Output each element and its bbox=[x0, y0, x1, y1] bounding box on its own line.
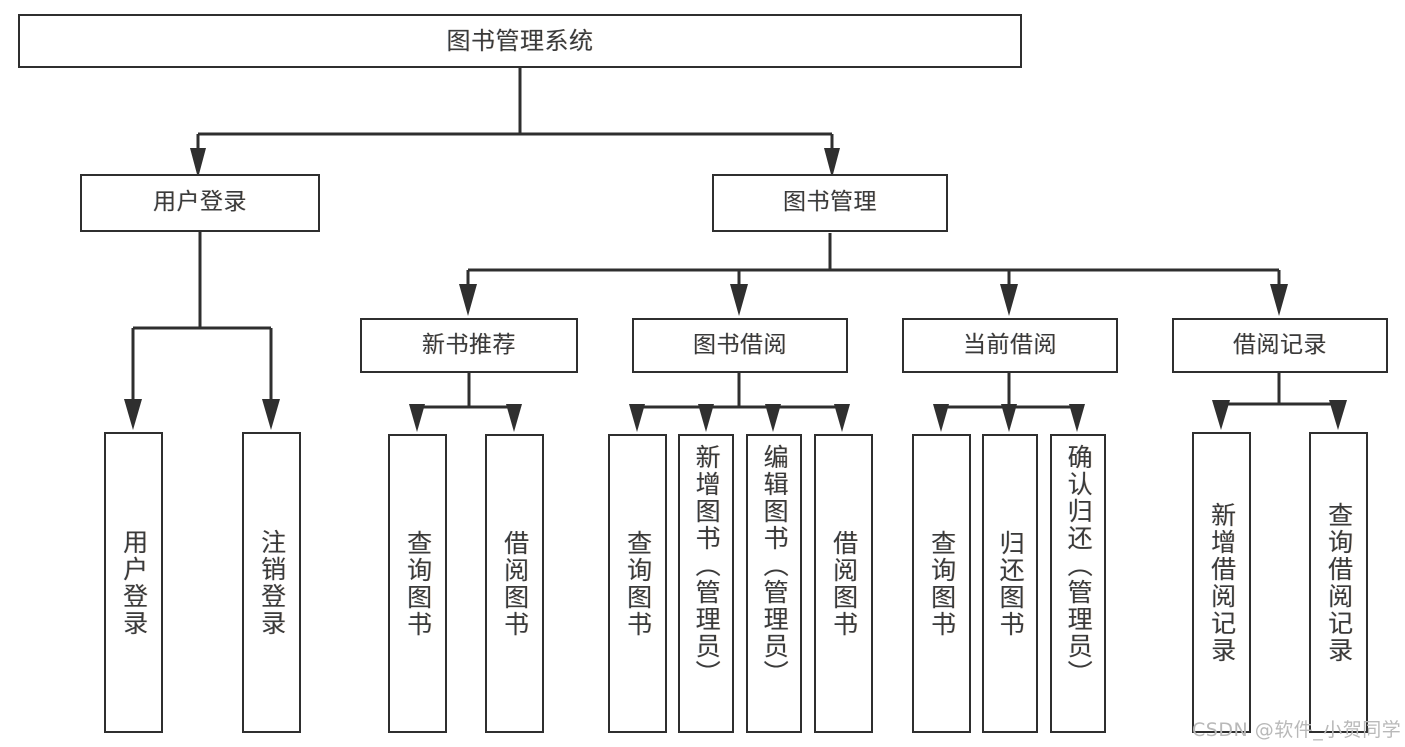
arrow-bb-c1 bbox=[629, 404, 645, 432]
node-current-borrow-label: 当前借阅 bbox=[963, 331, 1057, 358]
leaf-book-borrow-borrow-label: 借阅图书 bbox=[829, 529, 859, 638]
leaf-current-borrow-return-label: 归还图书 bbox=[996, 529, 1026, 638]
leaf-user-login-logout-label: 注销登录 bbox=[257, 528, 287, 637]
arrow-bm-c4 bbox=[1270, 284, 1288, 316]
leaf-borrow-record-query[interactable]: 查询借阅记录 bbox=[1309, 432, 1368, 733]
node-book-borrow[interactable]: 图书借阅 bbox=[632, 318, 848, 373]
node-current-borrow[interactable]: 当前借阅 bbox=[902, 318, 1118, 373]
node-new-book-recommend[interactable]: 新书推荐 bbox=[360, 318, 578, 373]
node-root-label: 图书管理系统 bbox=[446, 26, 594, 55]
arrow-bb-c3 bbox=[765, 404, 781, 432]
leaf-borrow-record-query-label: 查询借阅记录 bbox=[1324, 501, 1354, 664]
arrow-cb-c2 bbox=[1001, 404, 1017, 432]
node-user-login[interactable]: 用户登录 bbox=[80, 174, 320, 232]
leaf-book-borrow-add-label: 新增图书（管理员） bbox=[692, 444, 722, 687]
leaf-current-borrow-confirm-return[interactable]: 确认归还（管理员） bbox=[1050, 434, 1106, 733]
node-new-book-recommend-label: 新书推荐 bbox=[422, 331, 516, 358]
leaf-borrow-record-add[interactable]: 新增借阅记录 bbox=[1192, 432, 1251, 733]
leaf-book-borrow-edit-label: 编辑图书（管理员） bbox=[760, 444, 790, 687]
arrow-bm-c3 bbox=[1000, 284, 1018, 316]
leaf-user-login-logout[interactable]: 注销登录 bbox=[242, 432, 301, 733]
arrow-ul-c2 bbox=[262, 399, 280, 430]
node-borrow-records-label: 借阅记录 bbox=[1233, 331, 1327, 358]
leaf-user-login-login-label: 用户登录 bbox=[119, 528, 149, 637]
leaf-new-book-query[interactable]: 查询图书 bbox=[388, 434, 447, 733]
arrow-br-c1 bbox=[1212, 400, 1230, 430]
leaf-book-borrow-query[interactable]: 查询图书 bbox=[608, 434, 667, 733]
arrow-bm-c2 bbox=[730, 284, 748, 316]
node-root-book-management-system[interactable]: 图书管理系统 bbox=[18, 14, 1022, 68]
leaf-book-borrow-edit[interactable]: 编辑图书（管理员） bbox=[746, 434, 802, 733]
arrow-nb-c1 bbox=[409, 404, 425, 432]
arrow-nb-c2 bbox=[506, 404, 522, 432]
arrow-ul-c1 bbox=[124, 399, 142, 430]
leaf-current-borrow-return[interactable]: 归还图书 bbox=[982, 434, 1038, 733]
arrow-cb-c1 bbox=[933, 404, 949, 432]
arrow-cb-c3 bbox=[1069, 404, 1085, 432]
arrow-bb-c4 bbox=[834, 404, 850, 432]
leaf-book-borrow-borrow[interactable]: 借阅图书 bbox=[814, 434, 873, 733]
leaf-borrow-record-add-label: 新增借阅记录 bbox=[1207, 501, 1237, 664]
leaf-current-borrow-query[interactable]: 查询图书 bbox=[912, 434, 971, 733]
arrow-bm-c1 bbox=[459, 284, 477, 316]
leaf-user-login-login[interactable]: 用户登录 bbox=[104, 432, 163, 733]
node-borrow-records[interactable]: 借阅记录 bbox=[1172, 318, 1388, 373]
leaf-book-borrow-query-label: 查询图书 bbox=[623, 529, 653, 638]
node-book-borrow-label: 图书借阅 bbox=[693, 331, 787, 358]
csdn-watermark: CSDN @软件_小贺同学 bbox=[1192, 719, 1402, 741]
leaf-new-book-borrow-label: 借阅图书 bbox=[500, 529, 530, 638]
leaf-current-borrow-query-label: 查询图书 bbox=[927, 529, 957, 638]
node-user-login-label: 用户登录 bbox=[153, 189, 247, 216]
arrow-bb-c2 bbox=[698, 404, 714, 432]
leaf-current-borrow-confirm-return-label: 确认归还（管理员） bbox=[1064, 444, 1094, 687]
node-book-management-label: 图书管理 bbox=[783, 189, 877, 216]
leaf-book-borrow-add[interactable]: 新增图书（管理员） bbox=[678, 434, 734, 733]
leaf-new-book-query-label: 查询图书 bbox=[403, 529, 433, 638]
arrow-br-c2 bbox=[1329, 400, 1347, 430]
leaf-new-book-borrow[interactable]: 借阅图书 bbox=[485, 434, 544, 733]
node-book-management[interactable]: 图书管理 bbox=[712, 174, 948, 232]
